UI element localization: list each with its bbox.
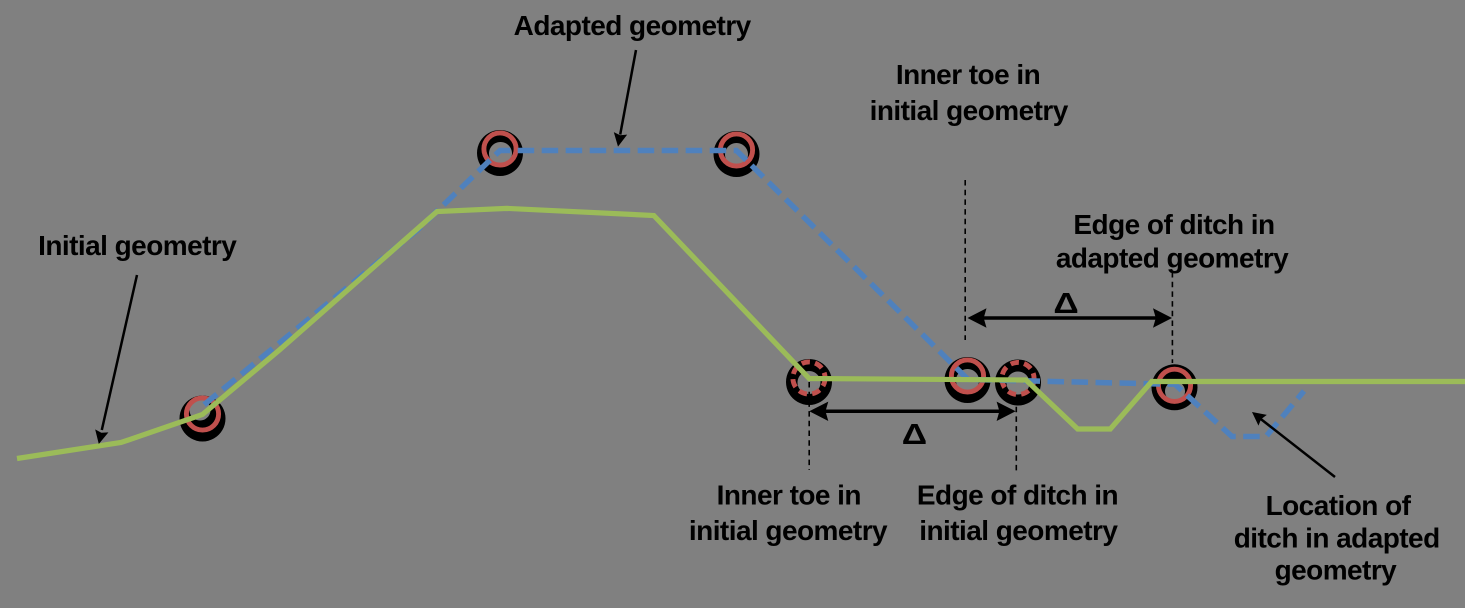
svg-text:Edge of ditch in: Edge of ditch in (1073, 209, 1274, 240)
svg-text:Inner toe in: Inner toe in (896, 59, 1040, 90)
svg-text:adapted geometry: adapted geometry (1056, 243, 1289, 274)
svg-text:Location of: Location of (1266, 490, 1412, 521)
svg-text:geometry: geometry (1275, 555, 1398, 586)
svg-text:Adapted geometry: Adapted geometry (514, 10, 752, 41)
svg-text:initial geometry: initial geometry (870, 95, 1069, 126)
svg-text:Initial geometry: Initial geometry (38, 230, 237, 261)
svg-text:initial geometry: initial geometry (919, 515, 1118, 546)
svg-text:Δ: Δ (1053, 287, 1078, 319)
svg-text:initial geometry: initial geometry (689, 515, 888, 546)
svg-text:Δ: Δ (902, 418, 927, 450)
svg-text:Edge of ditch in: Edge of ditch in (917, 479, 1118, 510)
svg-text:Inner toe in: Inner toe in (717, 479, 861, 510)
svg-text:ditch in adapted: ditch in adapted (1234, 522, 1440, 553)
